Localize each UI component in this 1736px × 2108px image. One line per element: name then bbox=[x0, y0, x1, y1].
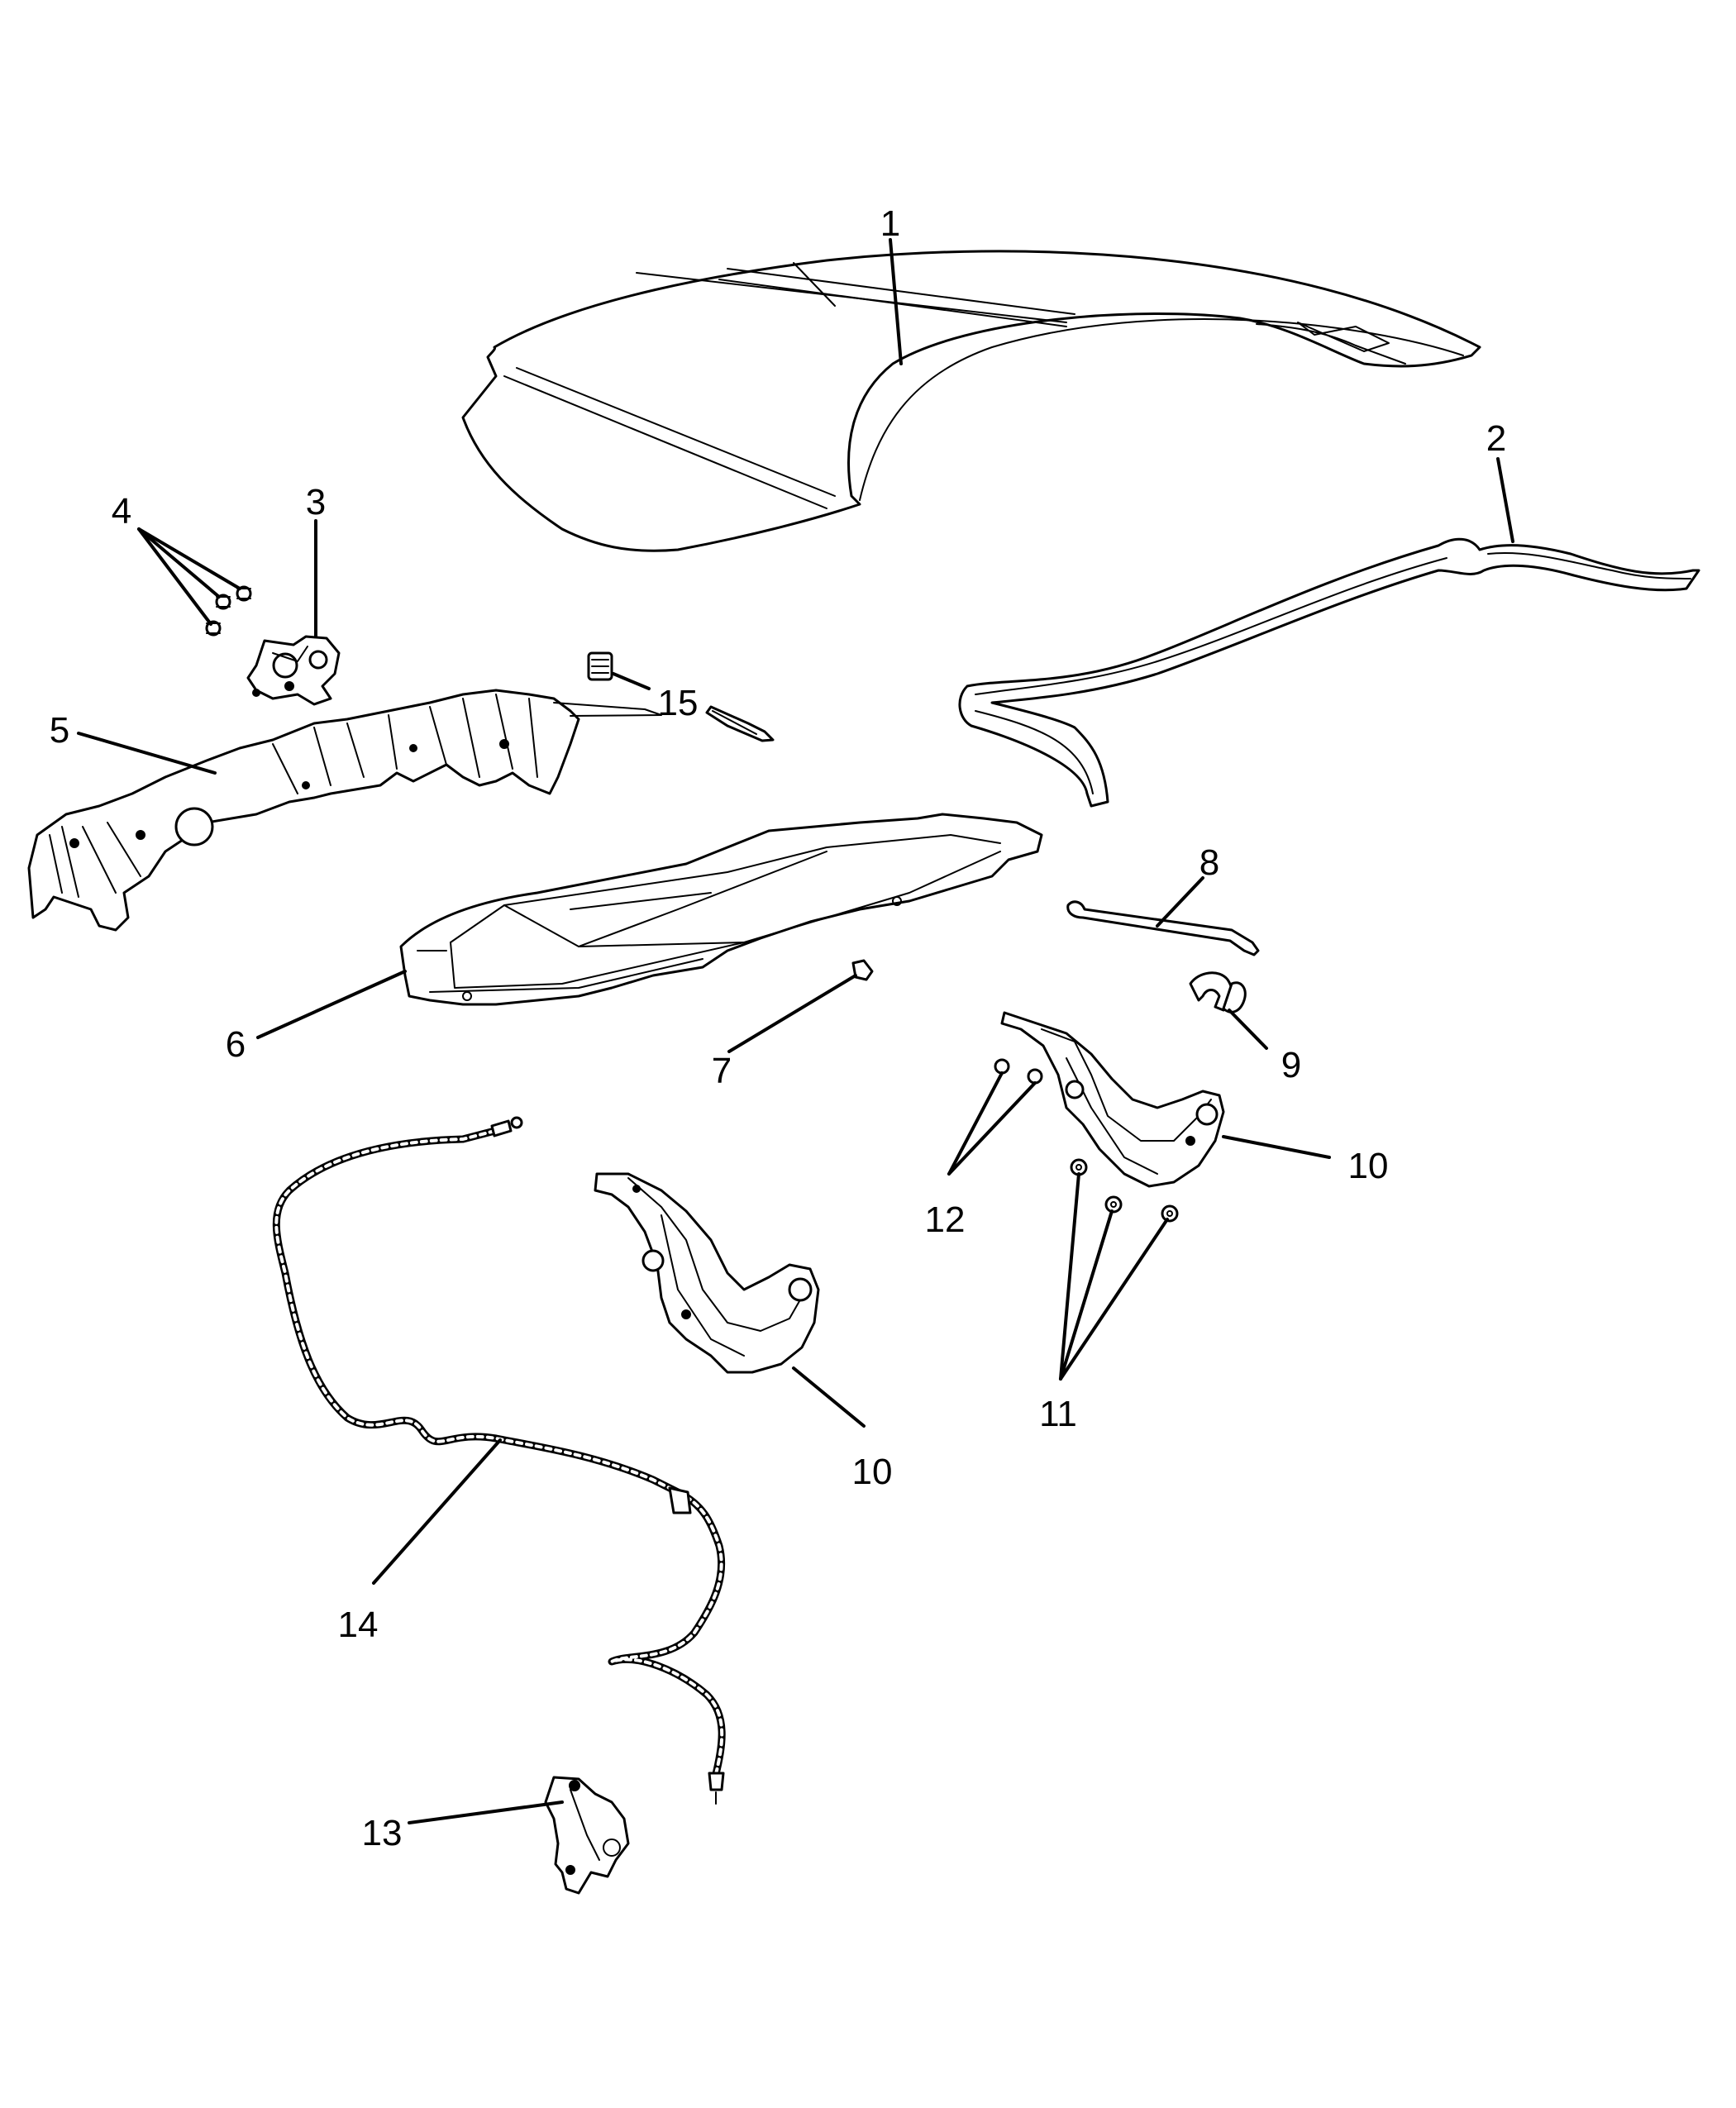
callout-14: 14 bbox=[338, 1605, 379, 1645]
callout-11: 11 bbox=[1039, 1394, 1077, 1434]
nut-a bbox=[1070, 1158, 1088, 1176]
callout-10-right: 10 bbox=[1348, 1146, 1389, 1186]
leader-15 bbox=[612, 672, 651, 690]
callout-12: 12 bbox=[925, 1199, 966, 1240]
leader-2 bbox=[1496, 457, 1514, 543]
leader-13 bbox=[408, 1800, 564, 1824]
callout-7: 7 bbox=[712, 1051, 732, 1091]
callout-5: 5 bbox=[50, 710, 69, 751]
leader-11a bbox=[1059, 1172, 1080, 1381]
leader-4b bbox=[137, 527, 221, 599]
hinge-bolt-b bbox=[1027, 1068, 1043, 1085]
nut-c bbox=[1161, 1204, 1179, 1223]
callout-8: 8 bbox=[1199, 842, 1219, 883]
deck-lid-panel bbox=[461, 250, 1481, 552]
leader-14 bbox=[372, 1438, 502, 1585]
leader-9 bbox=[1228, 1009, 1268, 1050]
leader-lines bbox=[77, 238, 1514, 1824]
hinge-left bbox=[594, 1172, 820, 1374]
leader-12b bbox=[947, 1081, 1037, 1176]
callout-13: 13 bbox=[362, 1813, 403, 1853]
leader-4c bbox=[137, 527, 241, 590]
leader-8 bbox=[1156, 876, 1204, 928]
callout-15: 15 bbox=[658, 683, 699, 723]
callout-10-left: 10 bbox=[852, 1452, 893, 1492]
leader-6 bbox=[256, 970, 407, 1039]
callout-4: 4 bbox=[112, 491, 131, 532]
hinge-right bbox=[1000, 1011, 1225, 1188]
hinge-nuts bbox=[1070, 1158, 1179, 1223]
leader-7 bbox=[727, 974, 857, 1053]
leader-1 bbox=[889, 238, 903, 365]
callout-1: 1 bbox=[880, 203, 900, 244]
leader-10b bbox=[792, 1366, 866, 1428]
bumper-and-bracket bbox=[587, 651, 775, 742]
weatherstrip-seal bbox=[958, 537, 1700, 808]
leader-10a bbox=[1222, 1135, 1331, 1159]
latch-bolts bbox=[205, 585, 252, 637]
callout-9: 9 bbox=[1281, 1045, 1301, 1085]
hinge-bolt-a bbox=[994, 1058, 1010, 1075]
leader-11b bbox=[1059, 1209, 1114, 1381]
callout-labels: 1 2 3 4 5 6 7 8 9 10 10 11 12 13 14 15 bbox=[50, 203, 1506, 1853]
deck-lid-latch bbox=[246, 635, 341, 706]
nut-b bbox=[1104, 1195, 1123, 1214]
rod-clip bbox=[1189, 971, 1247, 1013]
deck-lid-inner-frame bbox=[399, 813, 1043, 1006]
leader-12a bbox=[947, 1071, 1004, 1176]
release-bracket bbox=[544, 1776, 630, 1895]
callout-2: 2 bbox=[1486, 418, 1506, 459]
hinge-bolts bbox=[994, 1058, 1043, 1085]
leader-5 bbox=[77, 732, 217, 775]
callout-3: 3 bbox=[306, 482, 326, 522]
deck-lid-reinforcement bbox=[27, 689, 662, 932]
torsion-rod bbox=[1066, 900, 1260, 956]
leader-4a bbox=[137, 527, 212, 626]
release-cable bbox=[272, 1116, 726, 1805]
callout-6: 6 bbox=[226, 1024, 246, 1065]
leader-11c bbox=[1059, 1218, 1169, 1381]
